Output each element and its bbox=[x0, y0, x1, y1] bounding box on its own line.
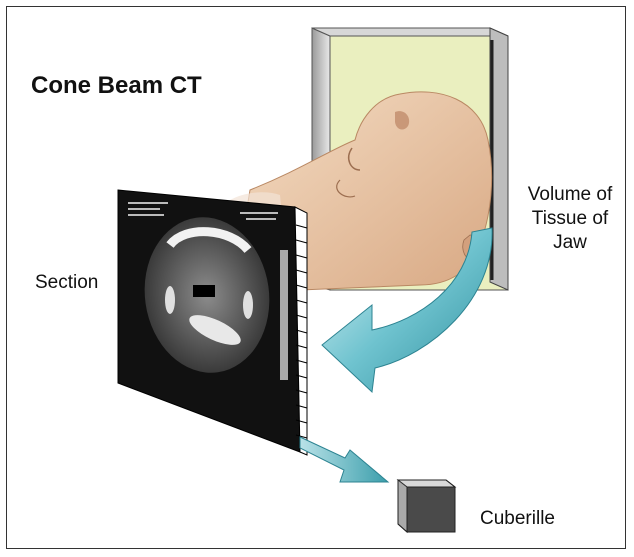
section-label: Section bbox=[35, 272, 99, 293]
volume-label: Volume of Tissue of Jaw bbox=[510, 183, 630, 255]
straight-arrow-icon bbox=[299, 436, 390, 483]
curved-arrow-icon bbox=[321, 227, 493, 394]
volume-label-line-1: Volume of bbox=[527, 184, 613, 205]
volume-label-line-2: Tissue of bbox=[531, 208, 609, 229]
volume-label-line-3: Jaw bbox=[553, 232, 587, 253]
cube-icon bbox=[396, 478, 457, 534]
diagram-title: Cone Beam CT bbox=[31, 72, 202, 99]
ct-slice-icon bbox=[117, 189, 308, 456]
cuberille-label: Cuberille bbox=[480, 508, 555, 529]
